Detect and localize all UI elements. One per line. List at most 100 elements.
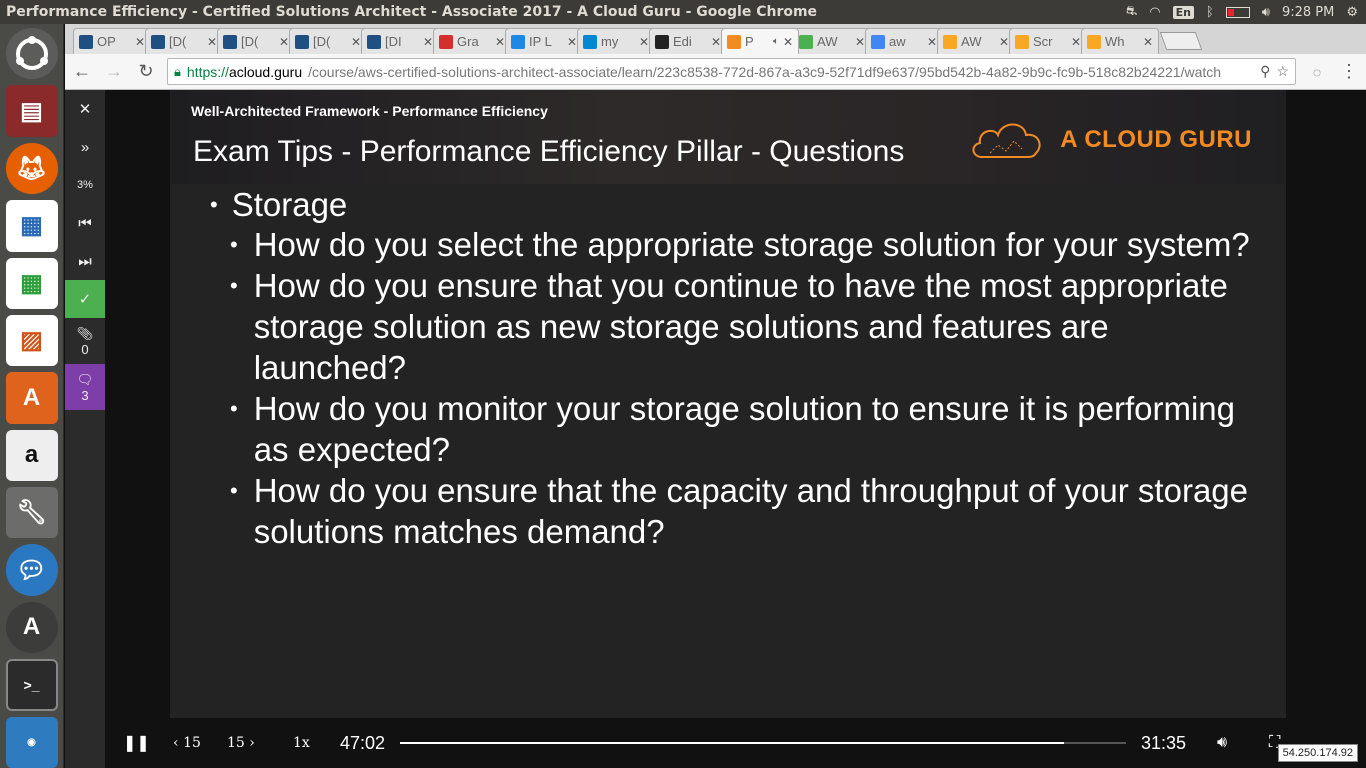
address-bar[interactable]: 🔒︎ https://acloud.guru /course/aws-certi… — [167, 58, 1296, 85]
next-lesson-icon[interactable]: ⏭ — [78, 252, 92, 270]
course-progress: 3% — [77, 179, 93, 191]
seek-bar[interactable] — [400, 742, 1126, 744]
workbench-icon[interactable]: ◉ — [5, 716, 58, 768]
github-icon — [655, 34, 669, 49]
network-alert-icon[interactable]: ⛐ — [1126, 3, 1138, 19]
tab-close-icon[interactable]: ✕ — [854, 34, 865, 49]
toolbar: ← → ↻ 🔒︎ https://acloud.guru /course/aws… — [65, 54, 1366, 90]
slide-header: Well-Architected Framework - Performance… — [170, 90, 1286, 184]
slide: Well-Architected Framework - Performance… — [170, 90, 1286, 718]
elapsed-time: 47:02 — [340, 732, 386, 753]
window-title: Performance Efficiency - Certified Solut… — [6, 4, 818, 20]
rewind-seconds: 15 — [183, 735, 201, 751]
wifi-icon[interactable]: ◠ — [1149, 4, 1161, 20]
writer-icon[interactable]: ▦ — [5, 200, 58, 252]
amazon-icon[interactable]: a — [5, 429, 58, 481]
tab-close-icon[interactable]: ✕ — [350, 34, 361, 49]
bookmark-star-icon[interactable]: ☆ — [1276, 63, 1289, 79]
previous-lesson-icon[interactable]: ⏮ — [78, 214, 92, 232]
pause-icon[interactable]: ❚❚ — [123, 735, 150, 752]
settings-icon[interactable]: 🔧︎ — [5, 487, 58, 539]
tab-close-icon[interactable]: ✕ — [494, 34, 505, 49]
tab-close-icon[interactable]: ✕ — [998, 34, 1009, 49]
browser-tab[interactable]: Gra✕ — [433, 28, 511, 54]
tab-close-icon[interactable]: ✕ — [1070, 34, 1081, 49]
logo-text: A CLOUD GURU — [1060, 126, 1252, 153]
volume-icon[interactable]: 🔊︎ — [1261, 4, 1270, 20]
tab-close-icon[interactable]: ✕ — [278, 34, 289, 49]
mark-complete-button[interactable]: ✓ — [65, 280, 105, 318]
tab-close-icon[interactable]: ✕ — [566, 34, 577, 49]
chat-icon[interactable]: 💬︎ — [5, 544, 58, 596]
comments-button[interactable]: 🗨︎ 3 — [65, 364, 105, 410]
gear-icon[interactable]: ⚙ — [1346, 4, 1358, 20]
tab-close-icon[interactable]: ✕ — [638, 34, 649, 49]
volume-icon[interactable]: 🔊︎ — [1217, 734, 1228, 751]
url-host: acloud.guru — [228, 63, 303, 80]
tab-audio-icon[interactable]: 🔈︎ — [772, 36, 779, 47]
browser-tab[interactable]: Edi✕ — [649, 28, 727, 54]
updater-icon[interactable]: A — [5, 601, 58, 654]
browser-tab[interactable]: [D( ✕ — [217, 28, 295, 54]
forward-button[interactable]: 15 › — [227, 735, 255, 751]
expand-icon[interactable]: » — [80, 138, 90, 156]
question-text: How do you ensure that you continue to h… — [253, 267, 1228, 386]
reload-icon[interactable]: ↻ — [138, 61, 154, 81]
files-icon[interactable]: ▤ — [5, 85, 58, 137]
browser-tab[interactable]: P🔈︎✕ — [721, 28, 799, 54]
fullscreen-icon[interactable]: ⛶ — [1269, 734, 1281, 751]
topic-label: Storage — [231, 186, 348, 223]
remaining-time: 31:35 — [1141, 732, 1187, 753]
aws-icon — [943, 34, 957, 49]
tab-strip: OP✕[D(✕[D(✕[D(✕[DI✕Gra✕IP L✕my✕Edi✕P🔈︎✕A… — [65, 24, 1366, 54]
ip-address-overlay: 54.250.174.92 — [1277, 744, 1358, 762]
extension-icon[interactable]: ⚲ — [1260, 63, 1271, 79]
clock[interactable]: 9:28 PM — [1281, 4, 1335, 20]
browser-tab[interactable]: OP ✕ — [73, 28, 151, 54]
player-sidebar: ✕ » 3% ⏮ ⏭ ✓ 📎︎ 0 🗨︎ 3 — [65, 90, 105, 768]
bluetooth-icon[interactable]: ᛒ — [1205, 4, 1214, 20]
software-center-icon[interactable]: A — [5, 372, 58, 424]
calc-icon[interactable]: ▦ — [5, 257, 58, 309]
back-icon[interactable]: ← — [73, 61, 91, 81]
browser-tab[interactable]: [D(✕ — [145, 28, 223, 54]
tab-close-icon[interactable]: ✕ — [782, 34, 793, 49]
dash-icon[interactable] — [5, 28, 58, 80]
browser-tab[interactable]: AW✕ — [937, 28, 1015, 54]
battery-icon[interactable] — [1225, 6, 1250, 18]
browser-tab[interactable]: IP L✕ — [505, 28, 583, 54]
acloudguru-logo: A CLOUD GURU — [968, 117, 1252, 163]
video-player[interactable]: Well-Architected Framework - Performance… — [105, 90, 1366, 718]
browser-tab[interactable]: Wh✕ — [1081, 28, 1159, 54]
close-icon[interactable]: ✕ — [78, 101, 92, 118]
menu-icon[interactable]: ⋮ — [1340, 61, 1358, 81]
forward-icon[interactable]: → — [105, 61, 123, 81]
question-item: •How do you monitor your storage solutio… — [230, 388, 1250, 470]
browser-tab[interactable]: aw✕ — [865, 28, 943, 54]
tab-close-icon[interactable]: ✕ — [206, 34, 217, 49]
attachments-button[interactable]: 📎︎ 0 — [65, 318, 105, 364]
launcher: ▤ 🦊︎ ▦ ▦ ▨ A a 🔧︎ 💬︎ A >_ ◉ — [0, 24, 64, 768]
seek-bar-fill — [400, 742, 1065, 744]
browser-tab[interactable]: [D(✕ — [289, 28, 367, 54]
tab-close-icon[interactable]: ✕ — [422, 34, 433, 49]
tab-close-icon[interactable]: ✕ — [926, 34, 937, 49]
firefox-icon[interactable]: 🦊︎ — [5, 142, 58, 195]
profile-icon[interactable]: ◌ — [1312, 63, 1322, 80]
impress-icon[interactable]: ▨ — [5, 314, 58, 367]
browser-tab[interactable]: my✕ — [577, 28, 655, 54]
keyboard-layout-indicator[interactable]: En — [1172, 5, 1194, 19]
browser-tab[interactable]: [DI ✕ — [361, 28, 439, 54]
rewind-button[interactable]: ‹ 15 — [173, 735, 201, 751]
tab-close-icon[interactable]: ✕ — [134, 34, 145, 49]
terminal-icon[interactable]: >_ — [5, 659, 58, 711]
tab-label: [DI — [385, 34, 402, 49]
tab-label: [D( — [241, 34, 259, 49]
speed-button[interactable]: 1x — [293, 735, 310, 751]
tab-close-icon[interactable]: ✕ — [710, 34, 721, 49]
new-tab-button[interactable] — [1159, 32, 1203, 50]
tab-close-icon[interactable]: ✕ — [1142, 34, 1153, 49]
tab-label: OP — [97, 34, 116, 49]
browser-tab[interactable]: AW✕ — [793, 28, 871, 54]
browser-tab[interactable]: Scr✕ — [1009, 28, 1087, 54]
